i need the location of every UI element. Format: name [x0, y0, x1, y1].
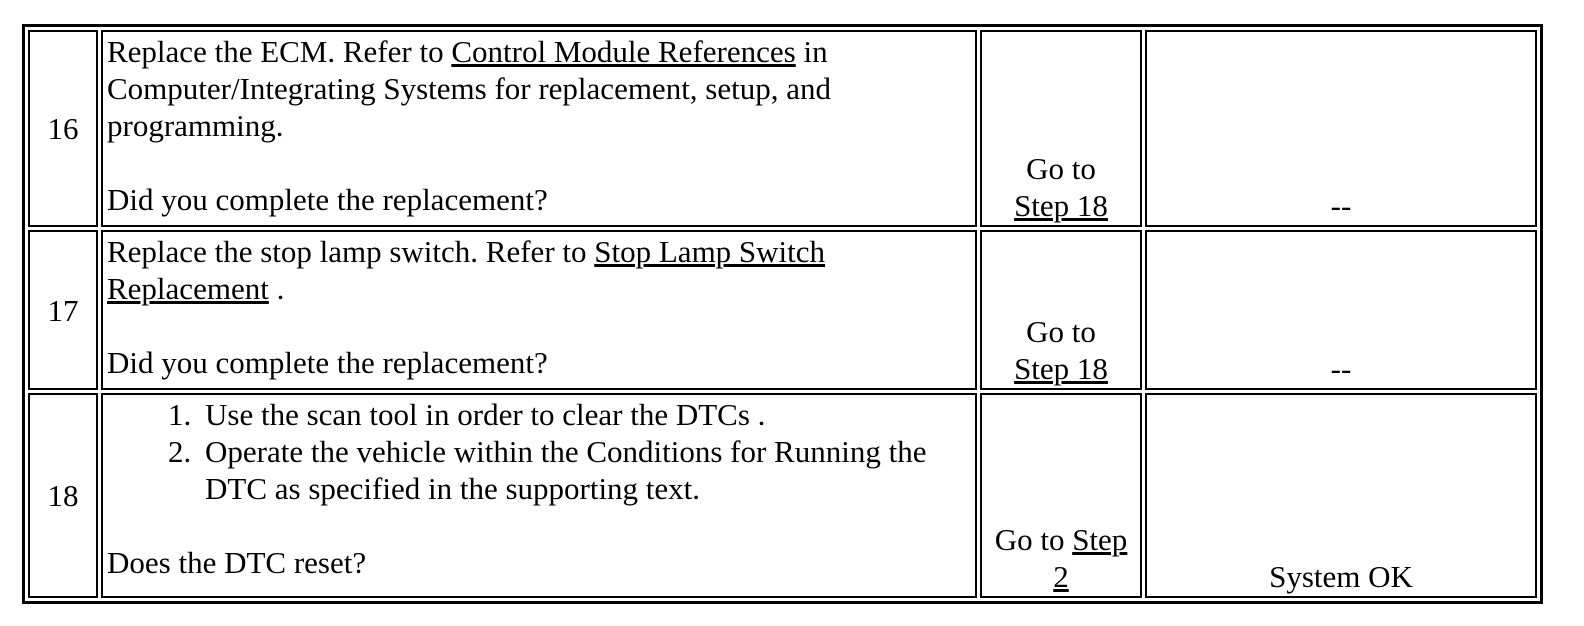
step-18-link-row17[interactable]: Step 18 — [1014, 351, 1108, 386]
action-text-17: Replace the stop lamp switch. Refer to S… — [107, 233, 971, 307]
action-cell-17: Replace the stop lamp switch. Refer to S… — [101, 230, 977, 390]
list-item-1: Use the scan tool in order to clear the … — [199, 396, 971, 433]
action-question-18: Does the DTC reset? — [107, 545, 367, 580]
no-cell-18: System OK — [1145, 393, 1537, 598]
action-cell-16: Replace the ECM. Refer to Control Module… — [101, 30, 977, 227]
step-18-link-row16[interactable]: Step 18 — [1014, 188, 1108, 223]
no-cell-17: -- — [1145, 230, 1537, 390]
action-text-after-link: . — [268, 271, 285, 306]
table-row-step-16: 16 Replace the ECM. Refer to Control Mod… — [28, 30, 1537, 227]
no-cell-16: -- — [1145, 30, 1537, 227]
action-numbered-list: Use the scan tool in order to clear the … — [107, 396, 971, 507]
yes-cell-16: Go to Step 18 — [980, 30, 1142, 227]
action-text-after-link: in Computer/Integrating Systems for repl… — [107, 34, 832, 143]
action-text-before-link: Replace the stop lamp switch. Refer to — [107, 234, 595, 269]
action-text-before-link: Replace the ECM. Refer to — [107, 34, 452, 69]
action-question-17: Did you complete the replacement? — [107, 345, 548, 380]
yes-cell-17: Go to Step 18 — [980, 230, 1142, 390]
table-row-step-18: 18 Use the scan tool in order to clear t… — [28, 393, 1537, 598]
step-number-18: 18 — [28, 393, 98, 598]
go-to-label: Go to — [1026, 314, 1096, 349]
diagnostic-step-table: 16 Replace the ECM. Refer to Control Mod… — [22, 24, 1543, 604]
action-cell-18: Use the scan tool in order to clear the … — [101, 393, 977, 598]
stop-lamp-switch-replacement-link[interactable]: Stop Lamp Switch Replacement — [107, 234, 826, 306]
action-text-16: Replace the ECM. Refer to Control Module… — [107, 33, 971, 144]
step-number-16: 16 — [28, 30, 98, 227]
yes-cell-18: Go to Step 2 — [980, 393, 1142, 598]
go-to-label: Go to — [1026, 151, 1096, 186]
table-row-step-17: 17 Replace the stop lamp switch. Refer t… — [28, 230, 1537, 390]
step-number-17: 17 — [28, 230, 98, 390]
go-to-label: Go to — [994, 522, 1065, 557]
action-question-16: Did you complete the replacement? — [107, 182, 548, 217]
list-item-2: Operate the vehicle within the Condition… — [199, 433, 971, 507]
control-module-references-link[interactable]: Control Module References — [451, 34, 796, 69]
step-2-link[interactable]: Step 2 — [1053, 522, 1128, 594]
